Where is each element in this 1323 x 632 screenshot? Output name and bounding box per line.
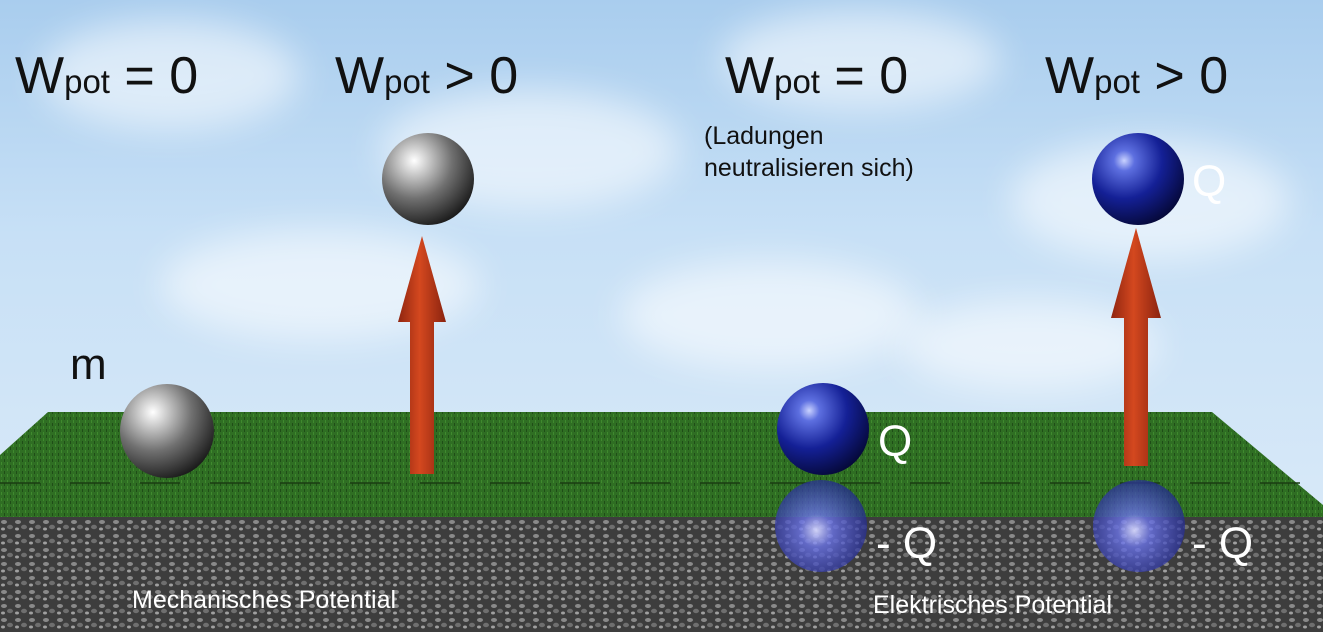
caption-mechanical: Mechanisches Potential bbox=[132, 586, 397, 614]
charge-ball-raised bbox=[1092, 133, 1184, 225]
caption-electrical: Elektrisches Potential bbox=[873, 591, 1113, 619]
lift-arrow-mechanical bbox=[398, 236, 446, 474]
mirror-charge-label-raised: - Q bbox=[1192, 519, 1254, 568]
neutralize-note: (Ladungen neutralisieren sich) bbox=[704, 120, 914, 184]
charge-label-ground: Q bbox=[878, 417, 913, 466]
mirror-charge-ground bbox=[775, 480, 867, 572]
neutralize-note-line1: (Ladungen bbox=[704, 122, 824, 150]
grass-surface bbox=[0, 412, 1323, 517]
wpot-label-electrical-ground: Wpot = 0 bbox=[725, 47, 909, 105]
mirror-charge-raised bbox=[1093, 480, 1185, 572]
mirror-charge-label-ground: - Q bbox=[876, 519, 938, 568]
mass-ball-ground bbox=[120, 384, 214, 478]
wpot-label-mechanical-raised: Wpot > 0 bbox=[335, 47, 519, 105]
mass-label: m bbox=[70, 340, 107, 389]
mass-ball-raised bbox=[382, 133, 474, 225]
neutralize-note-line2: neutralisieren sich) bbox=[704, 154, 914, 182]
wpot-label-mechanical-ground: Wpot = 0 bbox=[15, 47, 199, 105]
wpot-label-electrical-raised: Wpot > 0 bbox=[1045, 47, 1229, 105]
charge-ball-ground bbox=[777, 383, 869, 475]
charge-label-raised: Q bbox=[1192, 157, 1227, 206]
lift-arrow-electrical bbox=[1111, 228, 1161, 466]
